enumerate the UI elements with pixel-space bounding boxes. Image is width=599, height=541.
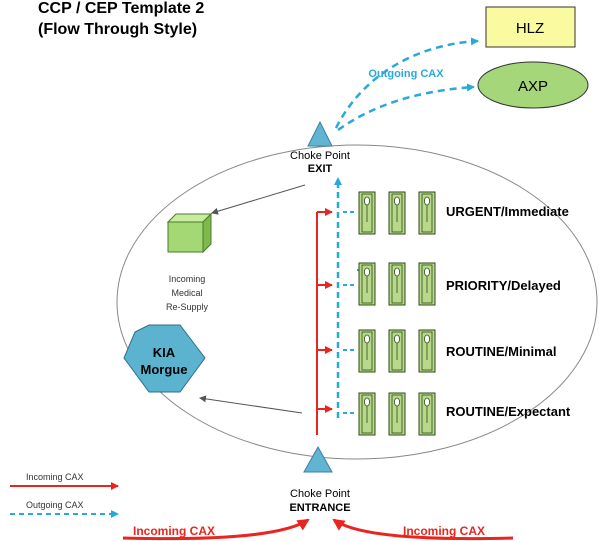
litter-icon — [388, 191, 406, 235]
hlz-box — [485, 6, 576, 48]
title-line2: (Flow Through Style) — [38, 21, 197, 38]
outgoing-to-axp-arrow — [337, 83, 475, 132]
litter-icon — [388, 262, 406, 306]
litter-icon — [418, 392, 436, 436]
litter-icon — [358, 392, 376, 436]
kia-label-line2: Morgue — [141, 362, 188, 377]
choke-entrance-line2: ENTRANCE — [289, 502, 350, 514]
litter-icon — [358, 262, 376, 306]
litter-icon — [358, 329, 376, 373]
category-urgent: URGENT/Immediate — [446, 204, 569, 219]
exit-to-supply-arrow — [211, 184, 306, 215]
legend-incoming-label: Incoming CAX — [26, 472, 84, 482]
choke-entrance-triangle — [303, 445, 333, 473]
litter-icon — [418, 329, 436, 373]
incoming-left-big-arrow — [122, 518, 310, 541]
litter-icon — [388, 329, 406, 373]
choke-entrance-line1: Choke Point — [290, 488, 350, 500]
incoming-right-big-arrow — [332, 518, 514, 541]
title-line1: CCP / CEP Template 2 — [38, 0, 204, 17]
litter-icon — [418, 262, 436, 306]
supply-label-3: Re-Supply — [166, 302, 209, 312]
incoming-cax-right-label: Incoming CAX — [403, 524, 485, 538]
incoming-cax-left-label: Incoming CAX — [133, 524, 215, 538]
outgoing-cax-label: Outgoing CAX — [368, 68, 444, 80]
axp-label: AXP — [518, 78, 548, 95]
kia-morgue-hexagon — [123, 324, 206, 393]
choke-exit-triangle — [307, 120, 333, 147]
category-routine-minimal: ROUTINE/Minimal — [446, 344, 557, 359]
legend-outgoing-label: Outgoing CAX — [26, 500, 84, 510]
litter-icon — [388, 392, 406, 436]
category-priority: PRIORITY/Delayed — [446, 278, 561, 293]
litter-icon — [418, 191, 436, 235]
kia-label-line1: KIA — [153, 345, 176, 360]
to-kia-arrow — [199, 395, 303, 414]
hlz-label: HLZ — [516, 20, 544, 37]
supply-box — [166, 212, 213, 254]
choke-exit-line1: Choke Point — [290, 150, 350, 162]
category-routine-expectant: ROUTINE/Expectant — [446, 404, 571, 419]
litter-icon — [358, 191, 376, 235]
outgoing-to-hlz-arrow — [334, 37, 479, 129]
litter-grid — [358, 191, 436, 436]
axp-node — [477, 61, 589, 109]
choke-exit-line2: EXIT — [308, 163, 333, 175]
area-boundary — [116, 144, 598, 460]
supply-label-1: Incoming — [169, 274, 206, 284]
supply-label-2: Medical — [171, 288, 202, 298]
